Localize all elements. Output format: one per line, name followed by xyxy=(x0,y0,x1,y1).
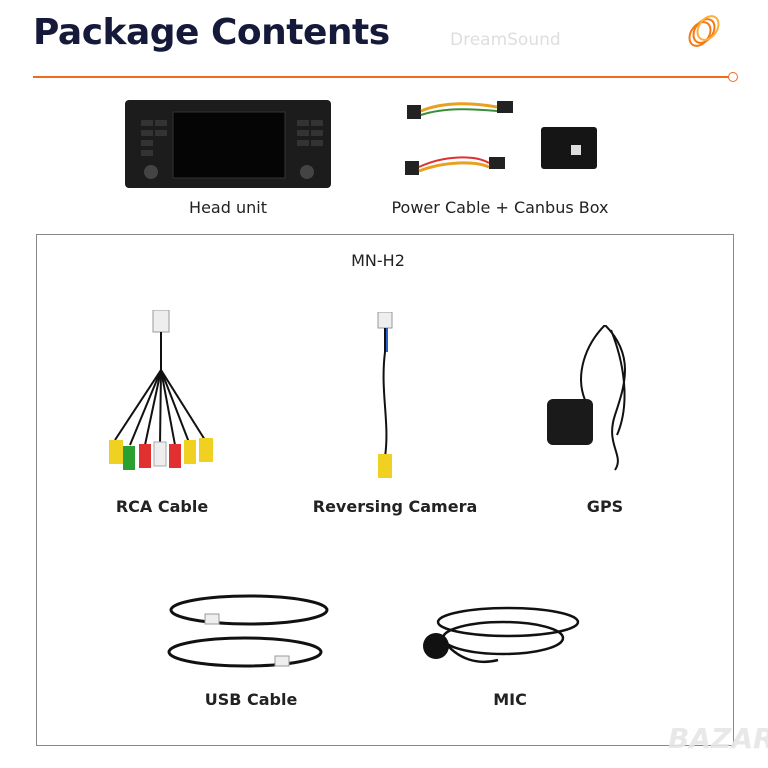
usb-cable-label: USB Cable xyxy=(204,690,298,709)
brand-logo-icon xyxy=(688,15,720,47)
head-unit-label: Head unit xyxy=(189,198,267,217)
reversing-camera-cable-image xyxy=(377,312,393,478)
watermark-bazar: BAZAR xyxy=(668,722,768,755)
kit-box xyxy=(36,234,734,746)
gps-label: GPS xyxy=(586,497,624,516)
mic-label: MIC xyxy=(493,690,527,709)
gps-antenna-image xyxy=(547,325,626,471)
reversing-camera-label: Reversing Camera xyxy=(312,497,478,516)
mic-image xyxy=(423,606,580,664)
page-title: Package Contents xyxy=(33,12,390,53)
rca-cable-label: RCA Cable xyxy=(115,497,209,516)
watermark-logo: DreamSound xyxy=(450,30,561,50)
header-divider xyxy=(33,76,730,78)
rca-cable-image xyxy=(109,310,213,470)
usb-cable-image xyxy=(167,594,329,668)
power-cable-canbus-image xyxy=(405,101,597,175)
power-cable-label: Power Cable + Canbus Box xyxy=(391,198,609,217)
divider-endpoint-icon xyxy=(728,72,738,82)
box-title: MN-H2 xyxy=(351,251,405,270)
head-unit-image xyxy=(125,100,331,188)
